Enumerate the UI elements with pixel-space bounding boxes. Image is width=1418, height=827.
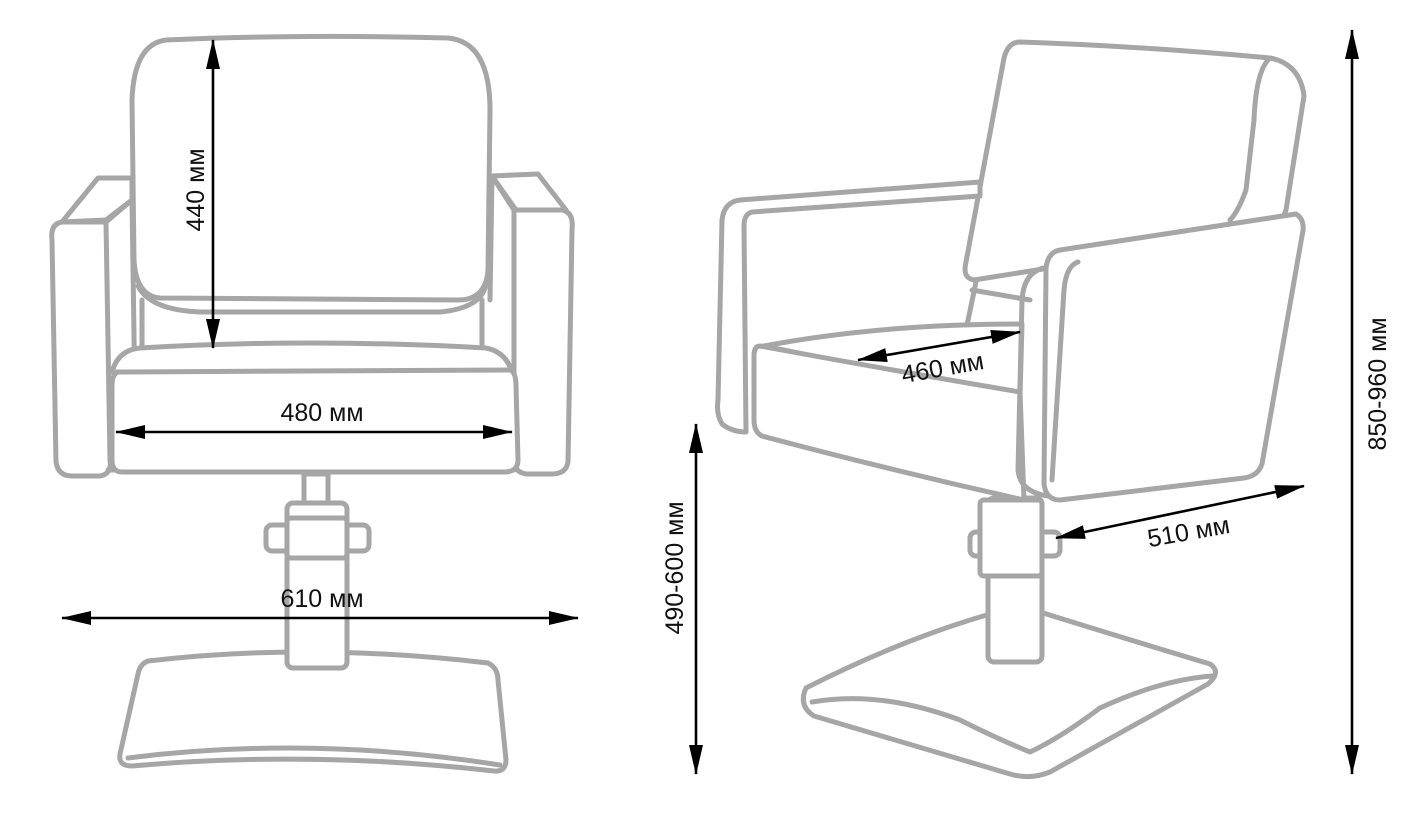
label-seat-height: 490-600 мм — [661, 501, 689, 634]
front-view-chair — [49, 33, 575, 774]
side-base-edge — [809, 673, 1215, 755]
front-lever-block — [284, 515, 350, 561]
dimension-labels: 440 мм 480 мм 610 мм 460 мм 490-600 мм 5… — [182, 148, 1392, 634]
label-base-width: 610 мм — [280, 585, 363, 613]
front-backrest — [129, 33, 493, 303]
side-base — [800, 609, 1218, 780]
side-lever-block — [977, 497, 1045, 579]
front-left-armrest — [59, 175, 135, 225]
dimension-lines — [61, 29, 1359, 775]
side-left-armrest — [715, 179, 983, 435]
side-seat-front — [751, 343, 1027, 503]
front-backrest-lower-edge — [135, 281, 489, 315]
front-base — [117, 649, 509, 774]
front-seat-front — [109, 367, 521, 475]
front-right-armrest-body — [511, 207, 575, 477]
label-seat-width: 480 мм — [280, 399, 363, 427]
front-base-edge — [125, 745, 503, 768]
side-backrest-fold — [1227, 55, 1273, 223]
side-right-armrest — [1041, 211, 1306, 503]
front-seat-top — [109, 340, 515, 375]
side-right-armrest-inner — [1049, 259, 1081, 483]
side-view-chair — [715, 39, 1307, 780]
front-left-armrest-body — [49, 219, 113, 479]
label-total-height: 850-960 мм — [1364, 317, 1392, 450]
side-right-armrest-side — [1015, 265, 1051, 499]
side-backrest — [962, 39, 1307, 283]
armrest-depth-arrow — [1055, 484, 1305, 540]
label-backrest-height: 440 мм — [182, 148, 210, 231]
seat-depth-arrow — [857, 330, 1021, 362]
